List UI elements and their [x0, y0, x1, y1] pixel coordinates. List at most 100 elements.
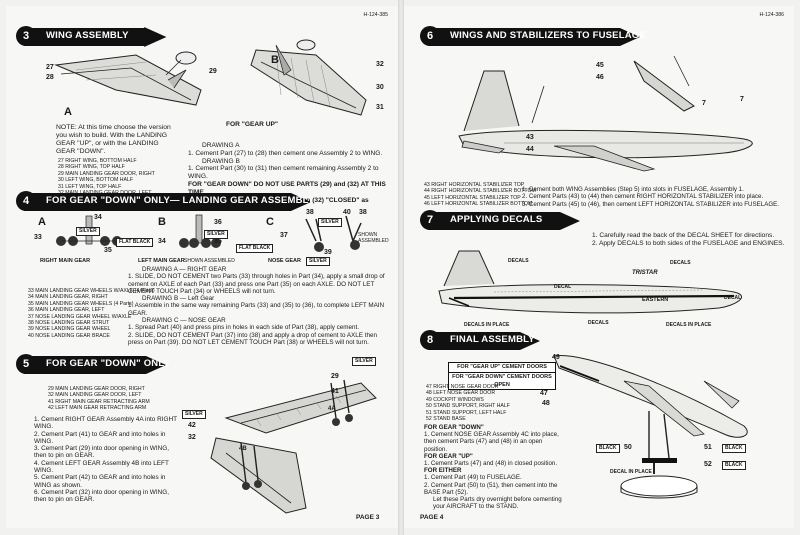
shown-assembled-label: SHOWN ASSEMBLED — [358, 232, 389, 244]
parts-list-item: 41 RIGHT MAIN GEAR RETRACTING ARM — [48, 398, 150, 405]
step-number: 7 — [420, 210, 440, 230]
header-banner-shape — [428, 212, 580, 230]
instruction: 1. Cement Part (30) to (31) then cement … — [188, 165, 379, 181]
page-number: PAGE 4 — [420, 514, 444, 521]
parts-list-item: 28 RIGHT WING, TOP HALF — [58, 164, 125, 171]
step-3-header: 3 WING ASSEMBLY — [16, 26, 167, 47]
part-label: 35 — [214, 238, 222, 245]
part-label: 37 — [280, 232, 288, 239]
parts-list-item: 36 MAIN LANDING GEAR, LEFT — [28, 307, 105, 314]
parts-list-item: 35 MAIN LANDING GEAR WHEELS (4 Parts) — [28, 300, 134, 307]
parts-list-item: 44 RIGHT HORIZONTAL STABILIZER BOTTOM — [424, 188, 536, 195]
parts-list-item: 31 LEFT WING, TOP HALF — [58, 183, 122, 190]
part-label: 35 — [104, 247, 112, 254]
step-8-header: 8 FINAL ASSEMBLY — [420, 330, 540, 350]
instruction: 2. Cement Part (41) to GEAR and into hol… — [34, 430, 166, 445]
part-30-label: 30 — [376, 84, 384, 91]
header-banner-shape — [24, 193, 311, 211]
instruction-heading: FOR EITHER — [424, 467, 462, 475]
parts-list-item: 29 MAIN LANDING GEAR DOOR, RIGHT — [48, 386, 145, 392]
parts-list-item: 33 MAIN LANDING GEAR WHEELS W/AXLE (4 Pa… — [28, 288, 155, 294]
parts-list-item: 38 NOSE LANDING GEAR STRUT — [28, 320, 110, 327]
instruction: FOR "GEAR DOWN" DO NOT USE PARTS (29) an… — [188, 180, 386, 196]
step-number: 6 — [420, 26, 440, 46]
step-7-instructions: 1. Carefully read the back of the DECAL … — [592, 232, 787, 248]
part-label: 34 — [94, 214, 102, 221]
livery-tristar: TRISTAR — [632, 270, 658, 276]
step-7-header: 7 APPLYING DECALS — [420, 210, 580, 230]
wing-drawing-b — [250, 39, 367, 116]
fuselage-with-wings-drawing — [458, 55, 753, 172]
part-label: 38 — [359, 209, 367, 216]
left-main-gear-drawing — [179, 214, 221, 248]
right-main-gear-label: RIGHT MAIN GEAR — [40, 258, 91, 264]
silver-tag: SILVER — [76, 227, 100, 236]
part-label: 52 — [704, 461, 712, 468]
parts-list-item: 50 STAND SUPPORT, RIGHT HALF — [426, 403, 510, 410]
parts-list-item: 34 MAIN LANDING GEAR, RIGHT — [28, 294, 108, 301]
parts-list-item: 42 LEFT MAIN GEAR RETRACTING ARM — [48, 405, 147, 412]
nose-gear-label: NOSE GEAR — [268, 258, 302, 264]
flat-black-tag: FLAT BLACK — [236, 244, 274, 253]
part-label: 47 — [540, 390, 548, 397]
instruction: 1. Spread Part (40) and press pins in ho… — [128, 324, 360, 332]
wings-with-gear-drawing — [210, 379, 377, 514]
parts-list-item: 30 LEFT WING, BOTTOM HALF — [58, 177, 134, 184]
parts-list-item: 49 COCKPIT WINDOWS — [426, 396, 484, 403]
decals-in-place-label: DECALS IN PLACE — [464, 322, 510, 328]
parts-list-item: 37 NOSE LANDING GEAR WHEEL W/AXLE — [28, 313, 132, 320]
step-5-header: 5 FOR GEAR "DOWN" ONLY — [16, 354, 170, 374]
step-6-instructions: 1. Cement both WING Assemblies (Step 5) … — [522, 186, 790, 208]
part-label: 36 — [214, 219, 222, 226]
instruction: 2. SLIDE, DO NOT CEMENT Part (37) into (… — [128, 331, 377, 346]
silver-tag: SILVER — [182, 410, 206, 419]
black-tag: BLACK — [722, 444, 746, 453]
step-4-header: 4 FOR GEAR "DOWN" ONLY— LANDING GEAR ASS… — [16, 191, 314, 211]
callout-4b: 4B — [239, 446, 247, 452]
instruction: 2. Cement Parts (43) to (44) then cement… — [522, 193, 764, 201]
part-27-label: 27 — [46, 64, 54, 71]
part-label: 39 — [324, 249, 332, 256]
instruction-heading: FOR GEAR "UP" — [424, 452, 473, 460]
fuselage-decals-drawing — [438, 250, 742, 314]
header-banner-shape — [24, 27, 167, 47]
gear-down-box: FOR "GEAR DOWN" CEMENT DOORS OPEN — [448, 372, 556, 390]
step-6-header: 6 WINGS AND STABILIZERS TO FUSELAGE — [420, 26, 646, 46]
parts-list-item: 29 MAIN LANDING GEAR DOOR, RIGHT — [58, 170, 155, 177]
part-number: H-124-386 — [759, 12, 784, 18]
part-label: 33 — [34, 234, 42, 241]
part-label: 40 — [343, 209, 351, 216]
parts-list-item: 51 STAND SUPPORT, LEFT HALF — [426, 409, 507, 416]
parts-list-item: 46 LEFT HORIZONTAL STABILIZER BOTTOM — [424, 201, 533, 208]
step-4-parts-list: 33 MAIN LANDING GEAR WHEELS W/AXLE (4 Pa… — [28, 288, 155, 339]
part-label: 32 — [188, 434, 196, 441]
drawing-heading: DRAWING A — RIGHT GEAR — [142, 266, 227, 273]
part-label: 44 — [526, 146, 534, 153]
left-main-gear-label: LEFT MAIN GEAR — [138, 258, 185, 264]
part-label: 38 — [306, 209, 314, 216]
silver-tag: SILVER — [204, 230, 228, 239]
parts-list-item: 40 NOSE LANDING GEAR BRACE — [28, 332, 110, 339]
parts-list-item: 47 RIGHT NOSE GEAR DOOR — [426, 384, 499, 390]
instruction: 1. SLIDE, DO NOT CEMENT two Parts (33) t… — [128, 273, 385, 295]
wing-drawing-a — [54, 51, 202, 106]
part-label: 42 — [188, 422, 196, 429]
right-main-gear-drawing — [56, 215, 122, 246]
part-label: 49 — [552, 354, 560, 361]
header-banner-shape — [428, 28, 640, 46]
silver-tag: SILVER — [318, 218, 342, 227]
for-gear-up-label: FOR "GEAR UP" — [226, 121, 279, 128]
black-tag: BLACK — [596, 444, 620, 453]
instruction: 1. Cement Parts (47) and (48) in closed … — [424, 460, 558, 468]
gear-version-note: NOTE: At this time choose the version yo… — [56, 124, 171, 155]
drawing-heading: DRAWING A — [202, 142, 240, 149]
final-assembly-drawing — [553, 355, 748, 499]
step-number: 4 — [16, 191, 36, 211]
nose-gear-drawing — [305, 215, 362, 252]
callout-4a: 4A — [328, 406, 336, 412]
parts-list-item: 39 NOSE LANDING GEAR WHEEL — [28, 326, 111, 333]
part-31-label: 31 — [376, 104, 384, 111]
instruction-heading: FOR GEAR "DOWN" — [424, 424, 484, 431]
flat-black-tag: FLAT BLACK — [116, 238, 154, 247]
decals-label: DECALS — [670, 260, 691, 266]
